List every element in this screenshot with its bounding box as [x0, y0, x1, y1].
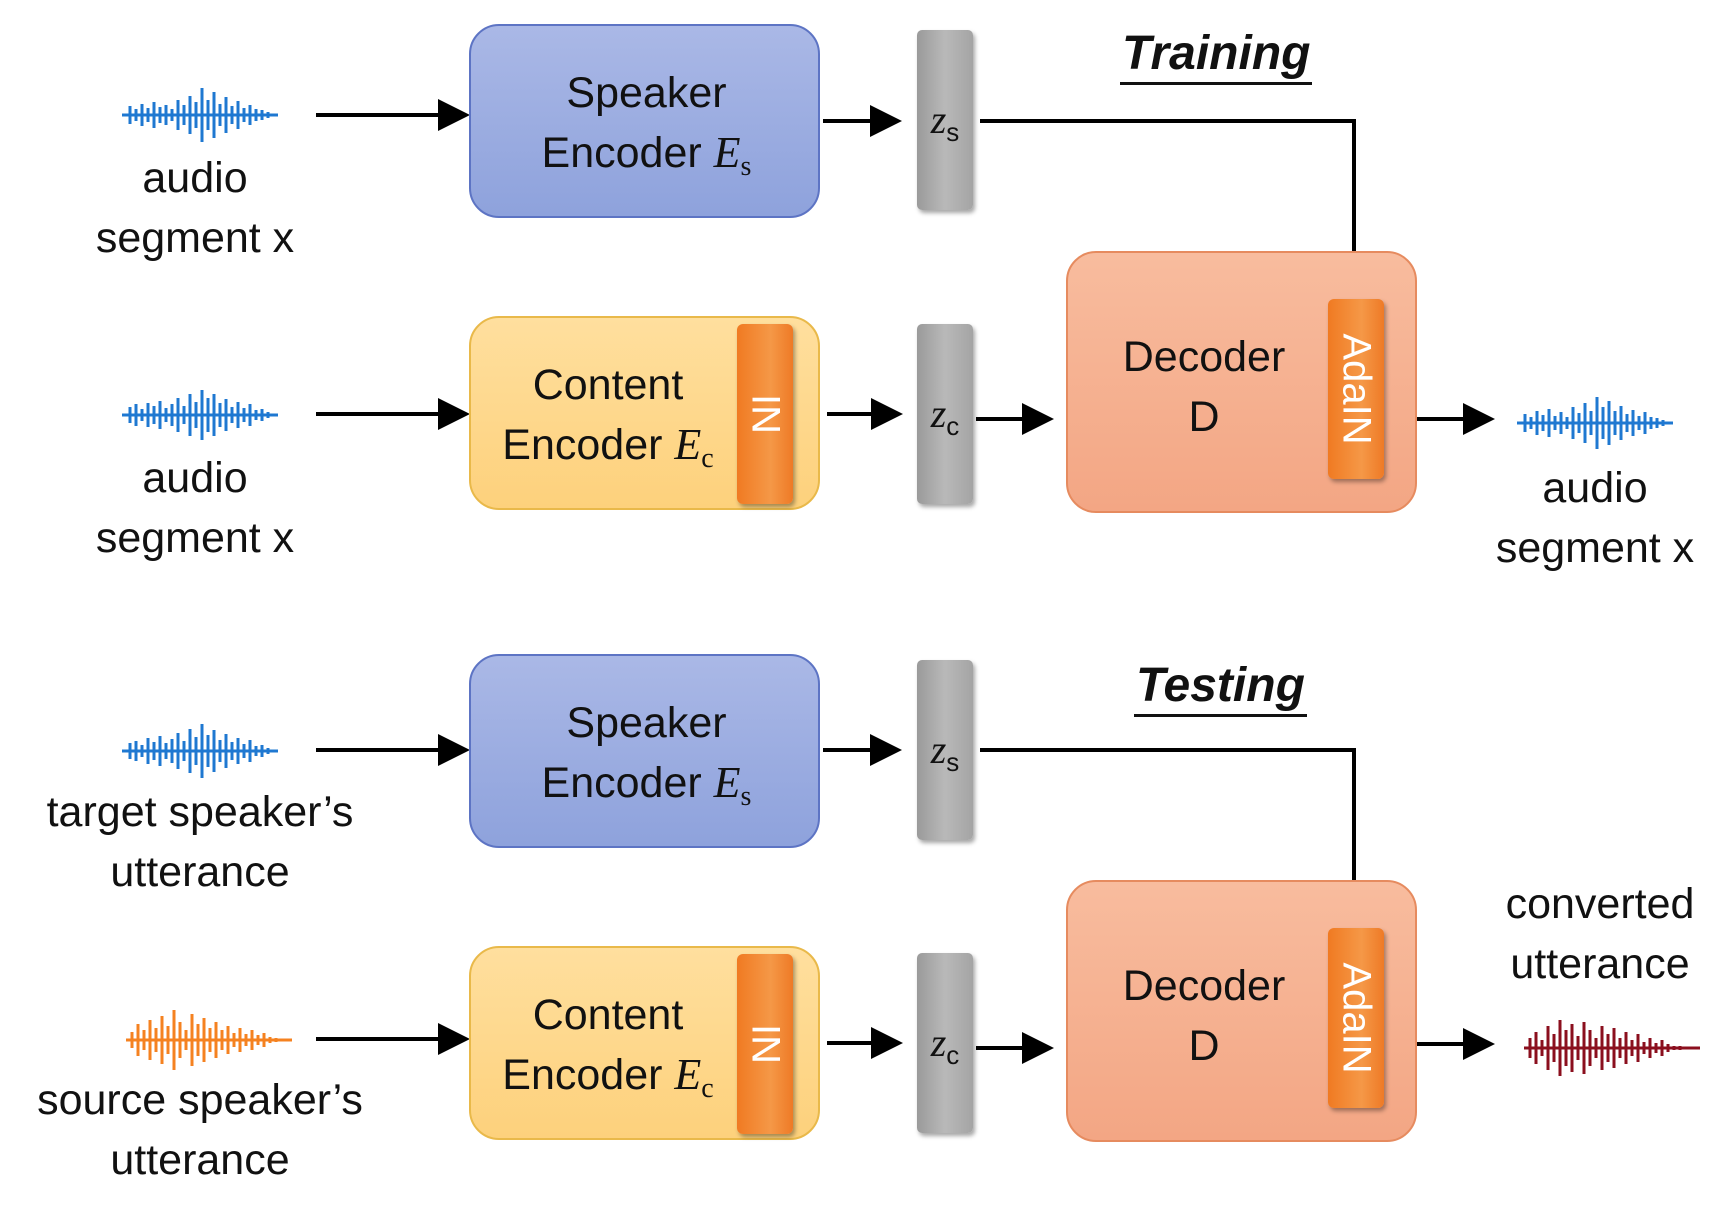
testing-title: Testing [1134, 658, 1307, 717]
content-latent-zc: zc [917, 324, 973, 504]
content-encoder-block: Content Encoder Ec IN [469, 316, 820, 510]
speaker-encoder-block: Speaker Encoder Es [469, 654, 820, 848]
instance-norm-layer: IN [737, 324, 793, 504]
audio-waveform-icon [122, 390, 278, 440]
speaker-latent-zs: zs [917, 660, 973, 840]
speaker-latent-zs: zs [917, 30, 973, 210]
content-latent-zc: zc [917, 953, 973, 1133]
content-encoder-block: Content Encoder Ec IN [469, 946, 820, 1140]
source-waveform-icon [126, 1010, 292, 1070]
training-title: Training [1120, 26, 1313, 85]
audio-waveform-icon [122, 724, 278, 778]
audio-waveform-icon [122, 88, 278, 142]
audio-waveform-icon [1517, 397, 1673, 449]
decoder-block: Decoder D AdaIN [1066, 880, 1417, 1142]
decoder-block: Decoder D AdaIN [1066, 251, 1417, 513]
converted-waveform-icon [1524, 1020, 1700, 1076]
adain-layer: AdaIN [1328, 928, 1384, 1108]
instance-norm-layer: IN [737, 954, 793, 1134]
speaker-encoder-block: Speaker Encoder Es [469, 24, 820, 218]
adain-layer: AdaIN [1328, 299, 1384, 479]
